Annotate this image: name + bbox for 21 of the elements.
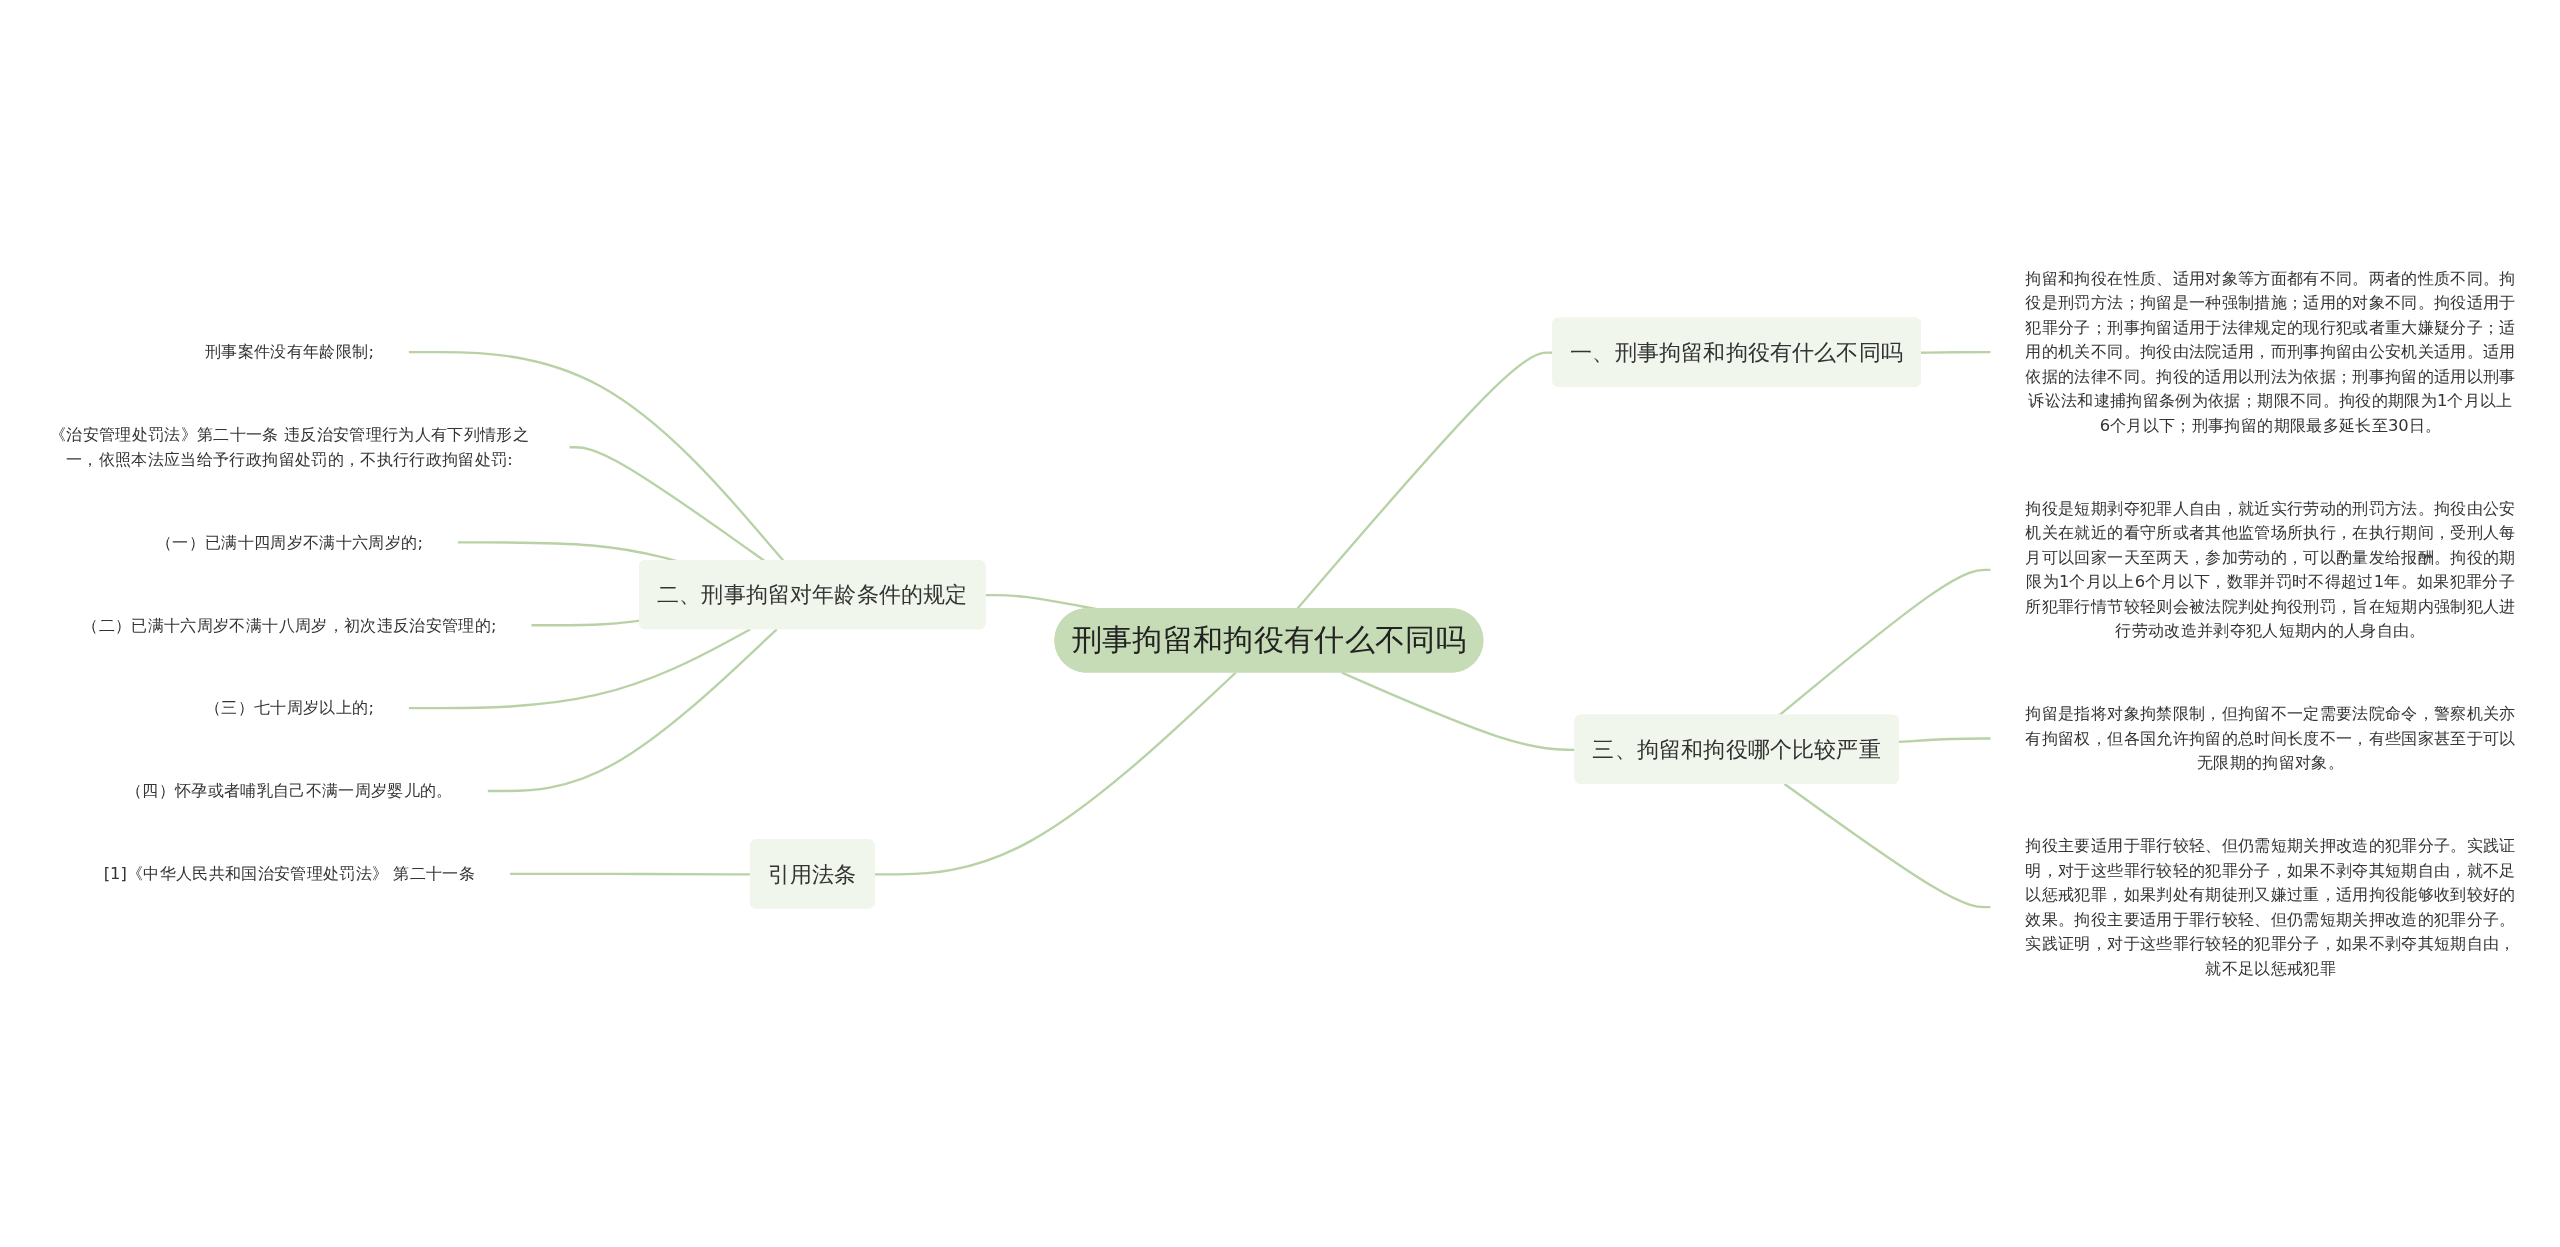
connector: [569, 446, 766, 562]
node-text: （一）已满十四周岁不满十六周岁的;: [155, 532, 423, 552]
node-text: （四）怀孕或者哺乳自己不满一周岁婴儿的。: [126, 781, 453, 800]
connector: [408, 351, 785, 562]
node-text: （二）已满十六周岁不满十八周岁，初次违反治安管理的;: [82, 615, 497, 634]
connector: [1778, 568, 1991, 717]
connector: [487, 628, 778, 793]
node-text: 拘留和拘役在性质、适用对象等方面都有不同。两者的性质不同。拘役是刑罚方法；拘留是一种强制措施；适用的对象不同。拘役适用于犯罪分子；刑事拘留适用于法律规定的现行犯或者重大嫌疑分子；适用的机关不同。拘役由法院适用，而刑事拘留由公安机关适用。适用依据的法律不同。拘役的适用以刑法为依据；刑事拘留的适用以刑事诉讼法和逮捕拘留条例为依据；期限不同。拘役的期限为1个月以上6个月以下；刑事拘留的期限最多延长至30日。: [2025, 268, 2516, 435]
connector: [408, 628, 751, 710]
connector: [1921, 351, 1991, 354]
node-text: [1]《中华人民共和国治安管理处罚法》 第二十一条: [103, 863, 476, 883]
node-text: 拘役是短期剥夺犯罪人自由，就近实行劳动的刑罚方法。拘役由公安机关在就近的看守所或者其他监管场所执行，在执行期间，受刑人每月可以回家一天至两天，参加劳动的，可以酌量发给报酬。拘役的期限为1个月以上6个月以下，数罪并罚时不得超过1年。如果犯罪分子所犯罪行情节较轻则会被法院判处拘役刑罚，旨在短期内强制犯人进行劳动改造并剥夺犯人短期内的人身自由。: [2025, 498, 2516, 640]
connector: [1783, 783, 1991, 909]
connector: [874, 671, 1237, 876]
connector: [1898, 737, 1991, 744]
connector: [531, 619, 641, 627]
node-text: 刑事案件没有年龄限制;: [204, 342, 374, 361]
node-text: 拘役主要适用于罪行较轻、但仍需短期关押改造的犯罪分子。实践证明，对于这些罪行较轻的犯罪分子，如果不剥夺其短期自由，就不足以惩戒犯罪，如果判处有期徒刑又嫌过重，适用拘役能够收到较好的效果。拘役主要适用于罪行较轻、但仍需短期关押改造的犯罪分子。实践证明，对于这些罪行较轻的犯罪分子，如果不剥夺其短期自由，就不足以惩戒犯罪: [2025, 835, 2516, 978]
node-text: 《治安管理处罚法》第二十一条 违反治安管理行为人有下列情形之一，依照本法应当给予行政拘留处罚的，不执行行政拘留处罚:: [49, 425, 529, 469]
node-text: 拘留是指将对象拘禁限制，但拘留不一定需要法院命令，警察机关亦有拘留权，但各国允许拘留的总时间长度不一，有些国家甚至于可以无限期的拘留对象。: [2025, 704, 2516, 772]
node-text: （三）七十周岁以上的;: [204, 698, 374, 717]
